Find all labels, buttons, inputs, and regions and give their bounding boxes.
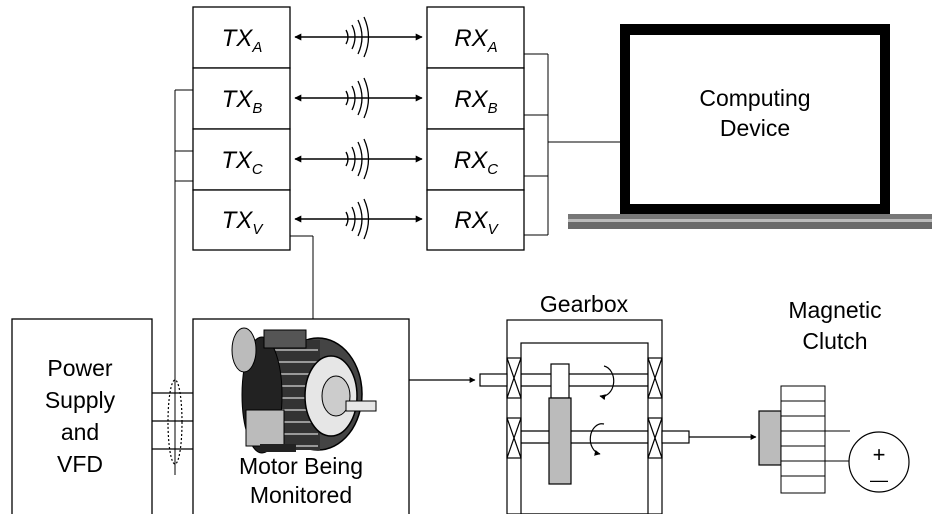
rx-a-label: RXA [454,25,497,56]
motor-label-line2: Monitored [250,482,352,508]
wireless-signal-icon [345,16,370,58]
wireless-link-c [294,138,423,180]
power-supply-label-line3: and [61,419,99,445]
current-sensor-clamp [167,379,183,465]
tx-v-box: TXV [192,189,291,251]
source-minus-sign: — [870,470,888,490]
tx-a-label: TXA [222,25,263,56]
rx-v-label: RXV [454,207,499,238]
rx-c-label: RXC [454,147,498,178]
gearbox: Gearbox [479,291,690,514]
receiver-stack: RXA RXB RXC RXV [426,6,525,251]
dc-power-source-icon: + — [848,431,910,493]
wireless-signal-icon [345,77,370,119]
tx-c-box: TXC [192,128,291,191]
rx-c-box: RXC [426,128,525,191]
motor-icon [231,327,377,454]
wireless-link-a [294,16,423,58]
computing-device-label-line1: Computing [699,85,810,111]
wireless-link-v [294,198,423,240]
power-supply-label-line1: Power [47,355,113,381]
sensor-wiring [174,89,314,475]
wireless-signal-icon [345,138,370,180]
gearbox-label: Gearbox [540,291,629,317]
tx-b-label: TXB [222,86,263,117]
rx-a-box: RXA [426,6,525,69]
source-plus-sign: + [873,442,886,467]
power-supply-label-line4: VFD [57,451,103,477]
clutch-label-line2: Clutch [802,328,867,354]
rx-b-box: RXB [426,67,525,130]
rx-b-label: RXB [454,86,497,117]
clutch-label-line1: Magnetic [788,297,881,323]
three-phase-cables [152,379,193,465]
motor-box: Motor Being Monitored [192,318,410,514]
rx-v-box: RXV [426,189,525,251]
tx-a-box: TXA [192,6,291,69]
receiver-bus [524,53,620,236]
computing-device: Computing Device [568,24,932,229]
tx-b-box: TXB [192,67,291,130]
power-supply-box: Power Supply and VFD [11,318,153,514]
tx-v-label: TXV [222,207,265,238]
power-supply-label-line2: Supply [45,387,116,413]
computing-device-label-line2: Device [720,115,790,141]
magnetic-clutch: Magnetic Clutch + — [758,297,910,494]
tx-c-label: TXC [221,147,263,178]
motor-label-line1: Motor Being [239,453,363,479]
wireless-links [294,16,423,240]
wireless-signal-icon [345,198,370,240]
transmitter-stack: TXA TXB TXC TXV [192,6,291,251]
wireless-link-b [294,77,423,119]
